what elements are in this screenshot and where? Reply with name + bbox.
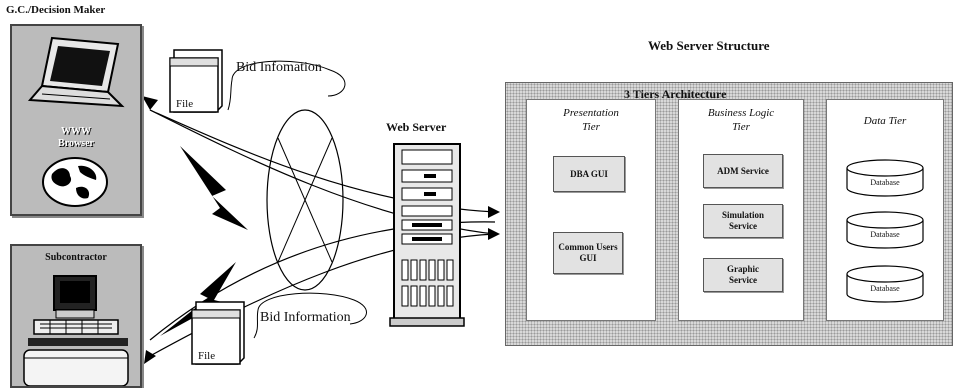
common-users-gui-service: Common Users GUI [553,232,623,274]
presentation-tier: Presentation Tier DBA GUI Common Users G… [526,99,656,321]
simulation-service: Simulation Service [703,204,783,238]
business-logic-tier: Business Logic Tier ADM Service Simulati… [678,99,804,321]
database-label-3: Database [870,284,900,293]
data-tier: Data Tier Database Database Database [826,99,944,321]
database-cylinder-1: Database [845,158,925,198]
file-label-top: File [176,98,194,110]
structure-title: Web Server Structure [648,38,770,53]
browser-label-1: WWW [61,126,91,137]
file-icon-bottom [191,301,245,365]
bid-info-bottom: Bid Information [260,310,351,325]
database-cylinder-2: Database [845,210,925,250]
network-cloud-cross-2 [277,137,333,263]
lightning-bolt-bottom [160,262,236,336]
architecture-panel: 3 Tiers Architecture Presentation Tier D… [505,82,953,346]
bid-info-top: Bid Infomation [236,60,322,75]
architecture-title: 3 Tiers Architecture [624,87,727,101]
speech-bubble-bottom [253,292,367,339]
desktop-computer-icon [23,275,129,386]
browser-label-2: Browser [58,138,94,149]
presentation-tier-name-1: Presentation [563,107,619,119]
dba-gui-service: DBA GUI [553,156,625,192]
arrowhead-sub [144,350,156,364]
lightning-bolt-top [180,146,248,230]
laptop-icon [27,36,125,108]
arrowhead-server-1 [488,206,500,218]
arrowhead-server-2 [488,228,500,240]
business-tier-name-2: Tier [732,121,750,133]
speech-bubble-top [227,60,346,111]
gc-client-box: WWW Browser [10,24,142,216]
gc-title: G.C./Decision Maker [6,4,106,16]
database-label-2: Database [870,230,900,239]
database-label-1: Database [870,178,900,187]
database-cylinder-3: Database [845,264,925,304]
graphic-service: Graphic Service [703,258,783,292]
database-icon [846,211,924,249]
data-tier-name: Data Tier [863,115,907,127]
presentation-tier-name-2: Tier [582,121,600,133]
file-label-bottom: File [198,350,216,362]
adm-service: ADM Service [703,154,783,188]
business-tier-name-1: Business Logic [707,107,775,119]
database-icon [846,265,924,303]
file-icon-top [169,49,223,113]
database-icon [846,159,924,197]
sub-client-box: Subcontractor [10,244,142,388]
network-cloud [266,109,344,291]
server-tower-icon [389,143,465,327]
arrowhead-gc [142,96,158,110]
web-server-label: Web Server [386,120,447,134]
sub-title: Subcontractor [45,252,107,263]
globe-icon [42,157,108,207]
